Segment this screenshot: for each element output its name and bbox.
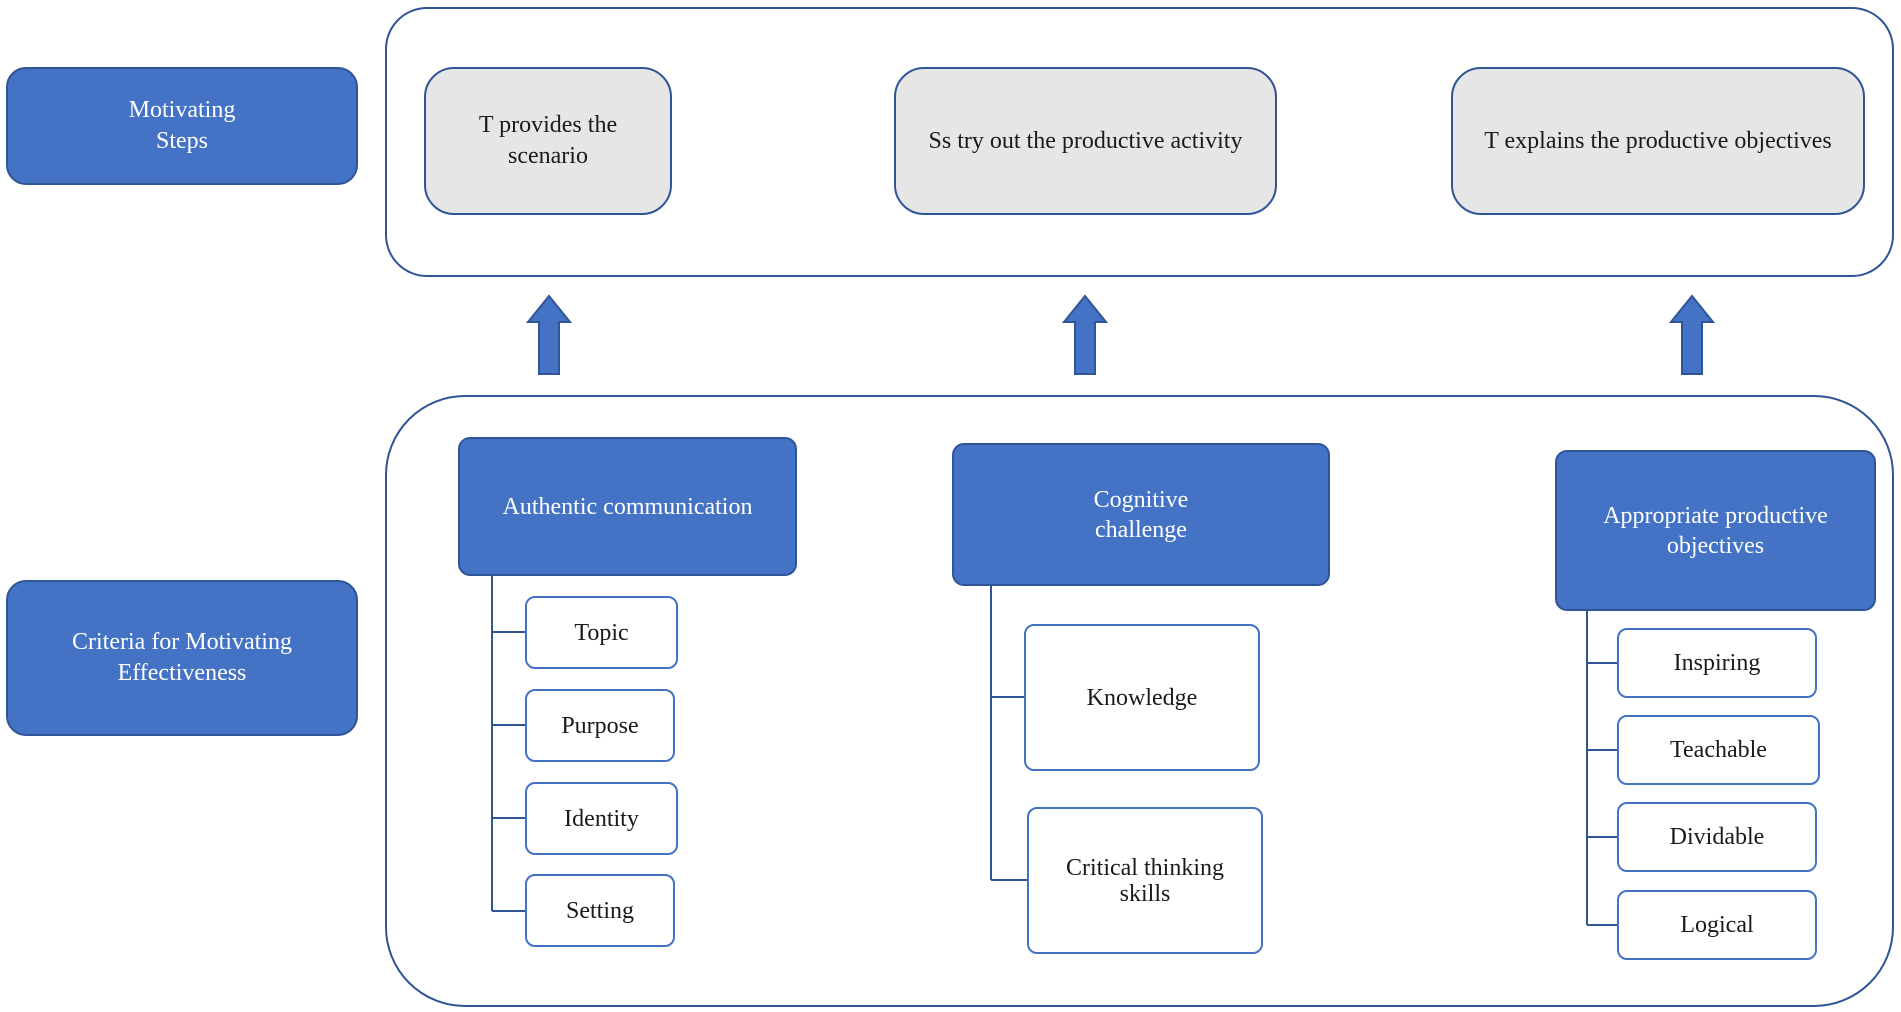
up-arrow	[525, 294, 573, 375]
sub-item-critical-thinking: Critical thinking skills	[1027, 807, 1263, 954]
criterion-header-authentic-communication: Authentic communication	[458, 437, 797, 576]
sub-item-inspiring: Inspiring	[1617, 628, 1817, 698]
up-arrow	[1668, 294, 1716, 375]
sub-item-logical: Logical	[1617, 890, 1817, 960]
sub-item-knowledge: Knowledge	[1024, 624, 1260, 771]
sub-item-identity: Identity	[525, 782, 678, 855]
criterion-header-cognitive-challenge: Cognitive challenge	[952, 443, 1330, 586]
step-box: T explains the productive objectives	[1451, 67, 1865, 215]
step-box: Ss try out the productive activity	[894, 67, 1277, 215]
steps-row-label: Motivating Steps	[6, 67, 358, 185]
column-2-connector	[990, 586, 1027, 881]
criterion-header-appropriate-objectives: Appropriate productive objectives	[1555, 450, 1876, 611]
step-box: T provides the scenario	[424, 67, 672, 215]
column-3-connector	[1586, 611, 1617, 926]
sub-item-setting: Setting	[525, 874, 675, 947]
sub-item-purpose: Purpose	[525, 689, 675, 762]
up-arrow	[1061, 294, 1109, 375]
sub-item-teachable: Teachable	[1617, 715, 1820, 785]
sub-item-dividable: Dividable	[1617, 802, 1817, 872]
sub-item-topic: Topic	[525, 596, 678, 669]
criteria-row-label: Criteria for Motivating Effectiveness	[6, 580, 358, 736]
column-1-connector	[491, 576, 525, 912]
